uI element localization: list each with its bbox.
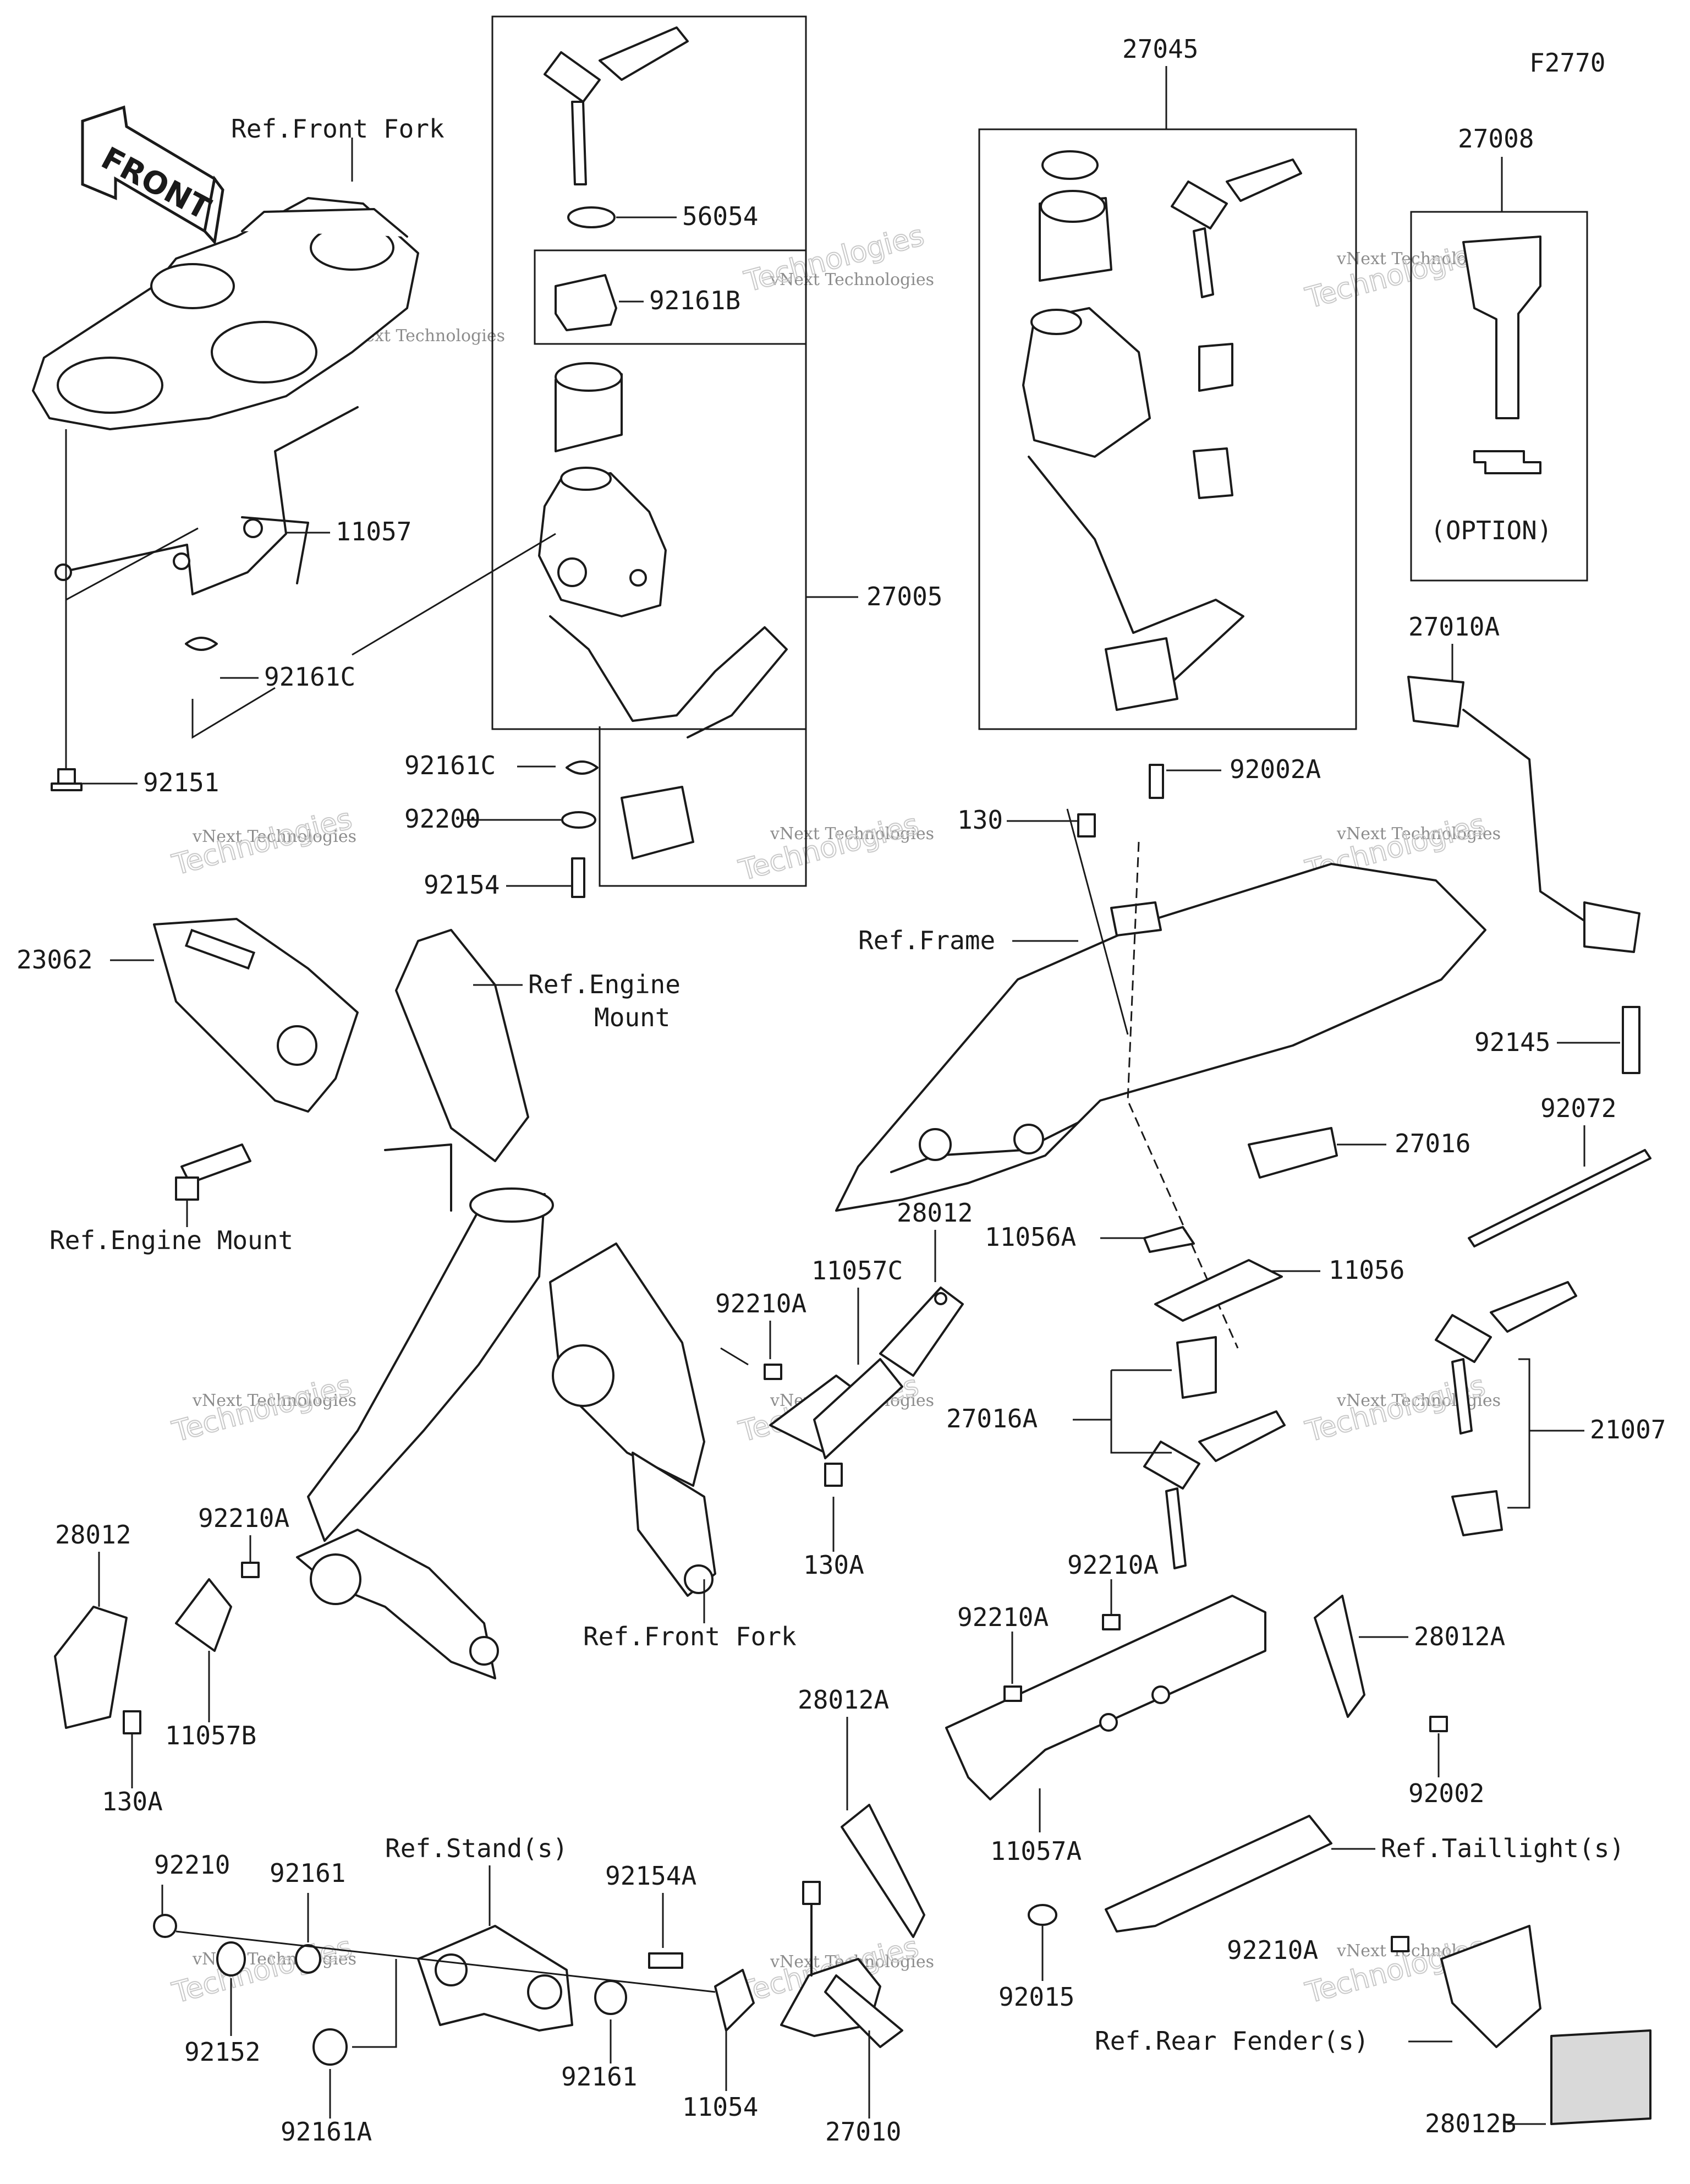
- label-28012A-a: 28012A: [798, 1685, 889, 1715]
- ignition-switch-group-27005: 56054 92161B 27005 92161C 92200 92154: [352, 15, 942, 900]
- label-92210A-a: 92210A: [715, 1289, 806, 1318]
- watermark-logo: Technologies: [169, 1930, 355, 2010]
- diagram-code: F2770: [1529, 48, 1605, 78]
- label-27045: 27045: [1122, 34, 1198, 64]
- label-92154: 92154: [424, 870, 500, 900]
- label-92200: 92200: [404, 804, 480, 834]
- watermark-text: vNext Technologies: [1336, 1391, 1501, 1410]
- front-arrow-icon: FRONT: [81, 105, 224, 245]
- key-icon: [1435, 1281, 1577, 1435]
- ref-frame: Ref.Frame: [858, 926, 995, 955]
- ref-engine-mount-right-1: Ref.Engine: [528, 970, 681, 999]
- label-27008: 27008: [1458, 124, 1534, 154]
- ref-engine-mount-right-2: Mount: [594, 1003, 670, 1032]
- label-27010: 27010: [825, 2117, 901, 2147]
- label-23062: 23062: [17, 945, 92, 975]
- label-92210A-b: 92210A: [198, 1503, 289, 1533]
- switch-set-27045: 27045: [978, 34, 1357, 730]
- ref-front-fork-bottom: Ref.Front Fork: [583, 1622, 797, 1651]
- label-92161-a: 92161: [270, 1858, 345, 1888]
- label-11056A: 11056A: [985, 1222, 1076, 1252]
- label-130A-b: 130A: [102, 1787, 163, 1816]
- ref-engine-mount-left: Ref.Engine Mount: [50, 1225, 293, 1255]
- label-130A-a: 130A: [803, 1550, 864, 1580]
- label-21007: 21007: [1590, 1415, 1666, 1444]
- label-28012B: 28012B: [1425, 2109, 1516, 2138]
- bracket-23062: 23062 Ref.Engine Mount Ref.Engine Mount: [17, 918, 681, 1255]
- label-92002A: 92002A: [1230, 754, 1321, 784]
- label-11057B: 11057B: [165, 1721, 256, 1750]
- label-92161B: 92161B: [649, 286, 740, 315]
- label-92002: 92002: [1408, 1778, 1484, 1808]
- label-92210A-d: 92210A: [957, 1602, 1049, 1632]
- rear-fender-group: 92210A Ref.Rear Fender(s) 28012B: [1095, 1925, 1651, 2138]
- watermark-logo: Technologies: [736, 808, 922, 888]
- watermark-logo: Technologies: [1302, 236, 1489, 315]
- label-92072: 92072: [1540, 1093, 1616, 1123]
- label-11057C: 11057C: [811, 1256, 903, 1285]
- label-92161C-b: 92161C: [404, 751, 496, 780]
- bracket-11057A: 92210A 92210A 28012A 28012A 92002 11057A…: [798, 1550, 1625, 2012]
- label-28012-a: 28012: [897, 1198, 973, 1228]
- lock-plate-group: 11056A 11056 27016A: [946, 1222, 1404, 1569]
- label-27016A: 27016A: [946, 1404, 1038, 1433]
- label-92161A: 92161A: [281, 2117, 372, 2147]
- frame-ref: Ref.Frame 130 92002A 27016: [835, 754, 1486, 1349]
- label-92151: 92151: [143, 768, 219, 797]
- key-icon: [544, 26, 689, 185]
- option-label: (OPTION): [1430, 516, 1552, 545]
- label-11056: 11056: [1329, 1255, 1404, 1285]
- label-27005: 27005: [866, 582, 942, 611]
- steering-stem-assembly: Ref.Front Fork 11057 92161C 92151: [32, 114, 445, 797]
- ref-front-fork-top: Ref.Front Fork: [231, 114, 445, 144]
- watermark-text: vNext Technologies: [192, 1391, 356, 1410]
- key-icon: [1171, 158, 1302, 298]
- label-92210A-e: 92210A: [1227, 1935, 1318, 1965]
- label-27010A: 27010A: [1408, 612, 1500, 642]
- label-92145: 92145: [1474, 1027, 1550, 1057]
- label-92154A: 92154A: [605, 1861, 696, 1891]
- label-92161-b: 92161: [561, 2062, 637, 2092]
- watermark-text: vNext Technologies: [192, 827, 356, 846]
- key-27008-option: 27008 (OPTION): [1410, 124, 1588, 582]
- watermark-text: vNext Technologies: [770, 824, 934, 844]
- label-92210A-c: 92210A: [1067, 1550, 1159, 1580]
- label-130: 130: [957, 805, 1003, 835]
- label-27016: 27016: [1395, 1129, 1470, 1158]
- key-set-21007: 21007: [1435, 1281, 1666, 1536]
- ref-taillights: Ref.Taillight(s): [1381, 1833, 1625, 1863]
- ref-rear-fenders: Ref.Rear Fender(s): [1095, 2026, 1369, 2056]
- bracket-11057C: 11057C 28012 92210A 130A: [715, 1198, 973, 1580]
- label-11054: 11054: [682, 2092, 758, 2122]
- ref-stands: Ref.Stand(s): [385, 1833, 568, 1863]
- label-11057: 11057: [336, 517, 411, 546]
- bracket-11057B: 28012 92210A 11057B 130A: [54, 1503, 289, 1816]
- switch-27010A: 27010A 92145: [1407, 612, 1640, 1074]
- watermarks: vNext Technologies vNext Technologies vN…: [168, 218, 1501, 2011]
- label-92152: 92152: [184, 2037, 260, 2067]
- key-icon: [1143, 1410, 1286, 1569]
- label-92161C-a: 92161C: [264, 662, 355, 692]
- label-92210: 92210: [154, 1850, 230, 1880]
- stand-switch-group: 92210 92161 92152 92161A Ref.Stand(s) 92…: [153, 1833, 903, 2147]
- label-28012-b: 28012: [55, 1520, 131, 1550]
- label-28012A-b: 28012A: [1414, 1622, 1505, 1651]
- cable-tie-92072: 92072: [1468, 1093, 1651, 1247]
- front-fork-ref: Ref.Front Fork: [296, 1187, 797, 1679]
- label-92015: 92015: [998, 1982, 1074, 2012]
- label-56054: 56054: [682, 201, 758, 231]
- watermark-text: vNext Technologies: [770, 270, 934, 289]
- watermark-text: vNext Technologies: [1336, 824, 1501, 844]
- label-11057A: 11057A: [990, 1836, 1082, 1866]
